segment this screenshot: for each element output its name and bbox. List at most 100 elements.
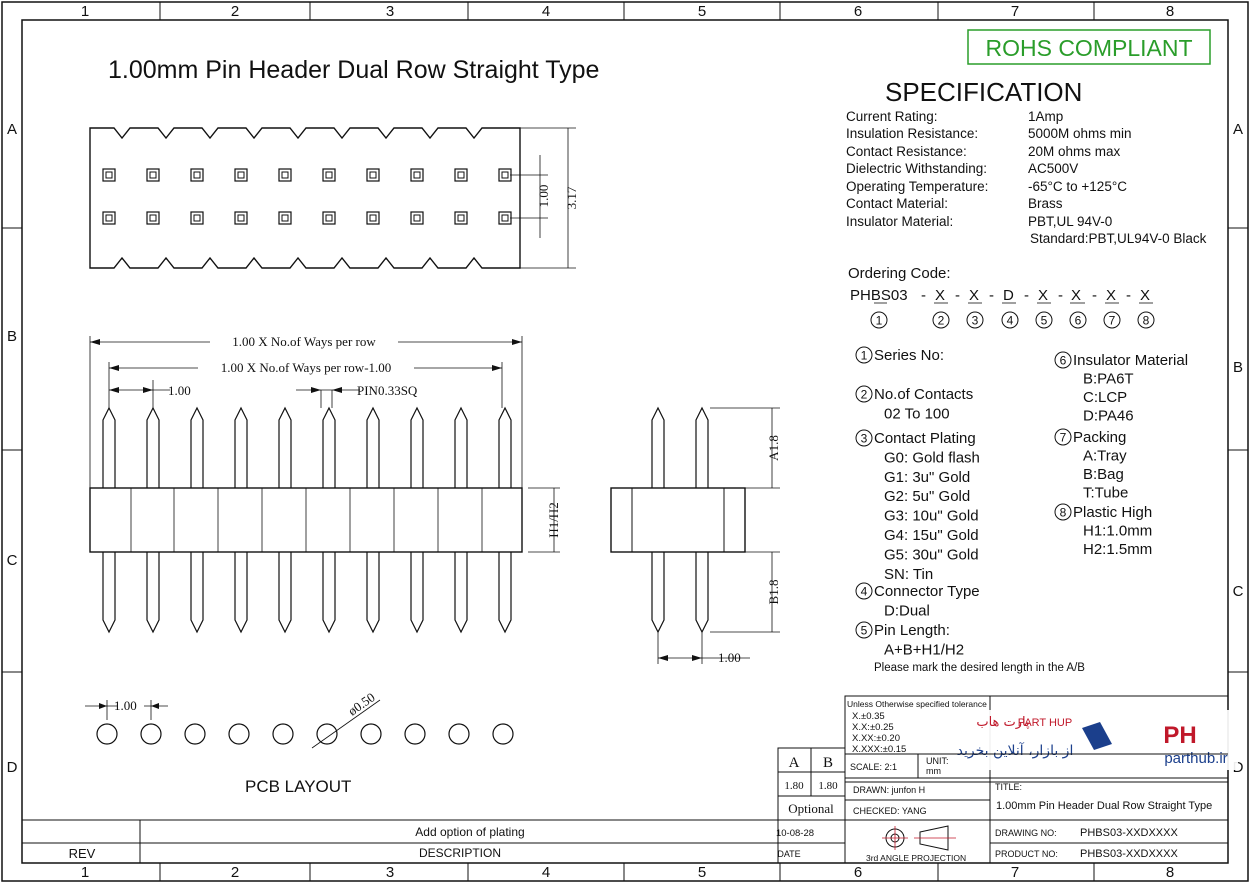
legend-line: H2:1.5mm bbox=[1083, 541, 1152, 558]
logo-icon bbox=[1082, 722, 1112, 750]
pin bbox=[322, 406, 336, 634]
ordering-circle: 2 bbox=[932, 311, 950, 329]
pin-pad-icon bbox=[278, 211, 292, 225]
ab-value: 1.80 bbox=[818, 780, 838, 792]
pin-pad-icon bbox=[498, 211, 512, 225]
svg-text:8: 8 bbox=[1060, 506, 1067, 520]
code-slot: X bbox=[1140, 287, 1150, 304]
legend-line: G3: 10u" Gold bbox=[884, 508, 979, 525]
tb-title-value: 1.00mm Pin Header Dual Row Straight Type bbox=[996, 800, 1212, 812]
spec-value: AC500V bbox=[1028, 161, 1078, 176]
pin-pad-icon bbox=[146, 211, 160, 225]
col-label: 5 bbox=[698, 864, 706, 881]
legend-title: Packing bbox=[1073, 429, 1126, 446]
pin-pad-icon bbox=[498, 168, 512, 182]
tb-drawn: DRAWN: junfon H bbox=[853, 785, 925, 795]
dim-a: A1.8 bbox=[766, 435, 781, 461]
col-label: 6 bbox=[854, 864, 862, 881]
row-label: A bbox=[1233, 121, 1243, 138]
svg-text:5: 5 bbox=[861, 624, 868, 638]
legend-line: A+B+H1/H2 bbox=[884, 641, 964, 658]
ordering-circle: 7 bbox=[1103, 311, 1121, 329]
dim-front-pitch: 1.00 bbox=[168, 383, 191, 398]
code-slot: X bbox=[969, 287, 979, 304]
dim-top-width: 3.17 bbox=[564, 186, 579, 209]
pcb-hole bbox=[316, 723, 338, 745]
tb-checked: CHECKED: YANG bbox=[853, 806, 927, 816]
svg-text:6: 6 bbox=[1060, 354, 1067, 368]
legend-title: Connector Type bbox=[874, 583, 980, 600]
spec-value: 1Amp bbox=[1028, 109, 1063, 124]
pin bbox=[498, 406, 512, 634]
pin-pad-icon bbox=[366, 168, 380, 182]
ordering-circle: 8 bbox=[1137, 311, 1155, 329]
pin-pad-icon bbox=[190, 211, 204, 225]
svg-text:-: - bbox=[1126, 287, 1131, 304]
col-label: 8 bbox=[1166, 3, 1174, 20]
projection-symbol-icon bbox=[882, 825, 956, 851]
legend-line: G5: 30u" Gold bbox=[884, 546, 979, 563]
tolerance-line: X.X:±0.25 bbox=[852, 722, 894, 733]
legend-line: D:PA46 bbox=[1083, 408, 1134, 425]
dim-pin-size: PIN0.33SQ bbox=[357, 383, 418, 398]
pcb-hole bbox=[360, 723, 382, 745]
legend-line: 02 To 100 bbox=[884, 405, 950, 422]
dim-b: B1.8 bbox=[766, 580, 781, 605]
svg-text:-: - bbox=[1024, 287, 1029, 304]
pin bbox=[278, 406, 292, 634]
pin bbox=[366, 406, 380, 634]
svg-text:3: 3 bbox=[972, 314, 979, 328]
svg-text:1: 1 bbox=[861, 349, 868, 363]
pcb-hole bbox=[96, 723, 118, 745]
legend-line: B:PA6T bbox=[1083, 371, 1134, 388]
code-slot: D bbox=[1003, 287, 1014, 304]
spec-label: Insulator Material: bbox=[846, 214, 953, 229]
col-label: 5 bbox=[698, 3, 706, 20]
watermark-brand-fa: پارت هاب bbox=[976, 715, 1030, 730]
code-slot: X bbox=[935, 287, 945, 304]
col-label: 8 bbox=[1166, 864, 1174, 881]
col-label: 3 bbox=[386, 3, 394, 20]
legend-line: C:LCP bbox=[1083, 389, 1127, 406]
pin-pad-icon bbox=[410, 168, 424, 182]
col-label: 1 bbox=[81, 3, 89, 20]
top-view bbox=[89, 127, 521, 269]
col-label: 6 bbox=[854, 3, 862, 20]
pin-pad-icon bbox=[322, 168, 336, 182]
legend-title: Plastic High bbox=[1073, 504, 1152, 521]
spec-value: Standard:PBT,UL94V-0 Black bbox=[1030, 231, 1207, 246]
pin-pad-icon bbox=[410, 211, 424, 225]
col-label: 4 bbox=[542, 864, 550, 881]
pin-pad-icon bbox=[190, 168, 204, 182]
svg-text:5: 5 bbox=[1041, 314, 1048, 328]
spec-value: Brass bbox=[1028, 196, 1063, 211]
pin-pad-icon bbox=[102, 211, 116, 225]
dim-top-pitch: 1.00 bbox=[536, 185, 551, 208]
tolerance-line: X.XXX:±0.15 bbox=[852, 744, 906, 755]
tb-product-no: PHBS03-XXDXXXX bbox=[1080, 848, 1178, 860]
tb-title-label: TITLE: bbox=[995, 782, 1022, 792]
pin bbox=[454, 406, 468, 634]
desc-label: DESCRIPTION bbox=[419, 846, 501, 860]
pin-pad-icon bbox=[278, 168, 292, 182]
spec-label: Contact Material: bbox=[846, 196, 948, 211]
col-label: 4 bbox=[542, 3, 550, 20]
ab-optional: Optional bbox=[788, 801, 834, 816]
legend-line: G0: Gold flash bbox=[884, 449, 980, 466]
pin bbox=[190, 406, 204, 634]
svg-text:8: 8 bbox=[1143, 314, 1150, 328]
pin bbox=[146, 406, 160, 634]
ordering-prefix: PHBS03 bbox=[850, 287, 908, 304]
ordering-circle: 1 bbox=[870, 311, 888, 329]
code-slot: X bbox=[1106, 287, 1116, 304]
col-label: 7 bbox=[1011, 3, 1019, 20]
front-dims bbox=[89, 336, 560, 553]
code-slot: X bbox=[1038, 287, 1048, 304]
tb-unit: mm bbox=[926, 766, 941, 776]
svg-text:2: 2 bbox=[938, 314, 945, 328]
